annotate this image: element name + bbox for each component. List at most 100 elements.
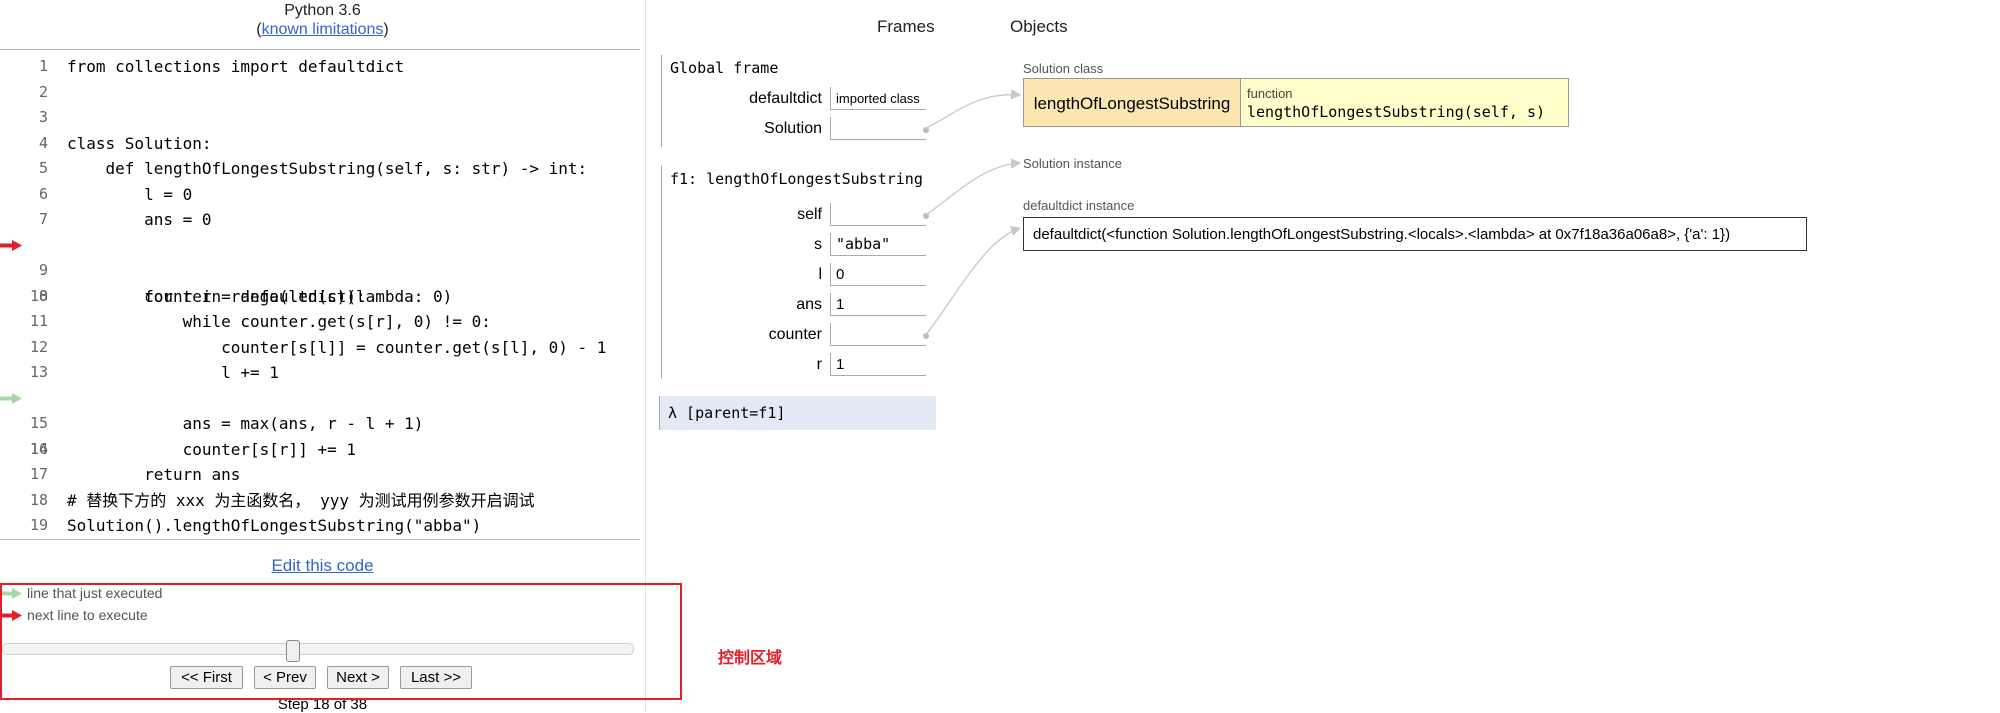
limitations-line: (known limitations): [256, 21, 389, 38]
line-number: 13: [29, 363, 48, 381]
last-button[interactable]: Last >>: [400, 666, 472, 689]
line-number: 1: [38, 57, 48, 75]
line-number: 12: [29, 337, 48, 356]
objects-header: Objects: [1010, 17, 1068, 36]
pointer-dot: [923, 213, 929, 219]
line-text: l = 0: [67, 184, 193, 204]
pane-divider: [645, 0, 646, 712]
code-bottom-divider: [0, 539, 640, 540]
code-line: 2: [0, 80, 640, 106]
line-number: 6: [38, 184, 48, 203]
line-text: def lengthOfLongestSubstring(self, s: st…: [67, 159, 588, 178]
edit-code-row: Edit this code: [0, 556, 645, 576]
step-slider-thumb[interactable]: [286, 640, 300, 662]
defaultdict-value: defaultdict(<function Solution.lengthOfL…: [1033, 226, 1731, 243]
code-line: 18 # 替换下方的 xxx 为主函数名， yyy 为测试用例参数开启调试: [0, 488, 640, 514]
code-line: 9: [0, 258, 640, 284]
code-line: 15 ans = max(ans, r - l + 1): [0, 411, 640, 437]
frame-title: λ [parent=f1]: [668, 404, 786, 422]
step-slider-track[interactable]: [2, 643, 634, 655]
function-kind: function: [1247, 86, 1293, 101]
known-limitations-link[interactable]: known limitations: [261, 21, 384, 38]
var-pointer: [830, 117, 926, 140]
language-header: Python 3.6 (known limitations): [0, 0, 645, 39]
code-line: 5 def lengthOfLongestSubstring(self, s: …: [0, 156, 640, 182]
var-name: defaultdict: [749, 90, 822, 107]
frame-title: f1: lengthOfLongestSubstring: [670, 170, 923, 188]
line-text: Solution().lengthOfLongestSubstring("abb…: [67, 516, 482, 535]
class-method-function: function lengthOfLongestSubstring(self, …: [1241, 78, 1569, 127]
var-value: "abba": [830, 233, 926, 256]
line-text: ans = 0: [67, 210, 212, 229]
var-name: r: [816, 356, 822, 373]
edit-code-link[interactable]: Edit this code: [271, 556, 374, 575]
code-line-executed: 14 counter[s[r]] += 1: [0, 386, 640, 459]
first-button[interactable]: << First: [170, 666, 243, 689]
code-top-divider: [0, 49, 640, 50]
executed-arrow-icon: [0, 588, 22, 599]
var-pointer: [830, 203, 926, 226]
var-value: 1: [830, 353, 926, 376]
code-line: 13 l += 1: [0, 360, 640, 386]
self-instance-arrow: [924, 158, 1022, 217]
code-line: 3: [0, 105, 640, 131]
global-frame: Global frame defaultdict imported class …: [661, 55, 937, 147]
line-text: counter = defaultdict(lambda: 0): [67, 286, 453, 306]
var-pointer: [830, 323, 926, 346]
line-text: l += 1: [67, 363, 279, 382]
line-text: class Solution:: [67, 133, 212, 153]
executed-line-arrow-icon: [0, 392, 22, 404]
var-name: Solution: [764, 120, 822, 137]
solution-class-arrow: [924, 89, 1022, 130]
pointer-dot: [923, 127, 929, 133]
line-number: 2: [38, 82, 48, 101]
code-line: 16: [0, 437, 640, 463]
line-text: return ans: [67, 465, 241, 484]
line-number: 11: [29, 312, 48, 330]
solution-instance-label: Solution instance: [1023, 156, 1123, 171]
f1-frame: f1: lengthOfLongestSubstring self s "abb…: [661, 166, 937, 378]
frame-title: Global frame: [670, 59, 779, 77]
var-value: imported class: [830, 87, 926, 110]
language-label: Python 3.6: [284, 2, 361, 19]
next-line-arrow-icon: [0, 239, 22, 251]
legend-executed-text: line that just executed: [27, 585, 163, 601]
line-number: 17: [29, 465, 48, 483]
defaultdict-instance-object: defaultdict(<function Solution.lengthOfL…: [1023, 217, 1807, 251]
solution-class-object: lengthOfLongestSubstring function length…: [1023, 78, 1569, 127]
next-button[interactable]: Next >: [327, 666, 389, 689]
next-arrow-icon: [0, 610, 22, 621]
code-line: 12 counter[s[l]] = counter.get(s[l], 0) …: [0, 335, 640, 361]
line-number: 15: [29, 414, 48, 432]
line-number: 9: [38, 261, 48, 279]
code-line: 7 ans = 0: [0, 207, 640, 233]
code-line: 6 l = 0: [0, 182, 640, 208]
var-value: 1: [830, 293, 926, 316]
line-number: 4: [38, 133, 48, 152]
lambda-frame: λ [parent=f1]: [659, 396, 936, 430]
line-number: 16: [29, 439, 48, 458]
code-line: 17 return ans: [0, 462, 640, 488]
step-counter: Step 18 of 38: [277, 696, 368, 713]
line-number: 10: [29, 286, 48, 305]
line-text: # 替换下方的 xxx 为主函数名， yyy 为测试用例参数开启调试: [67, 490, 535, 510]
var-name: self: [797, 206, 822, 223]
line-number: 5: [38, 159, 48, 177]
line-number: 18: [29, 490, 48, 509]
frames-header: Frames: [877, 17, 935, 36]
line-number: 7: [38, 210, 48, 228]
line-text: for r in range(len(s)):: [67, 286, 366, 306]
legend-next-text: next line to execute: [27, 607, 148, 623]
code-line: 4 class Solution:: [0, 131, 640, 157]
function-signature: lengthOfLongestSubstring(self, s): [1247, 103, 1546, 121]
prev-button[interactable]: < Prev: [254, 666, 316, 689]
var-name: ans: [796, 296, 822, 313]
code-line: 10 for r in range(len(s)):: [0, 284, 640, 310]
line-text: while counter.get(s[r], 0) != 0:: [67, 312, 491, 331]
class-method-name: lengthOfLongestSubstring: [1023, 78, 1241, 127]
pointer-dot: [923, 333, 929, 339]
